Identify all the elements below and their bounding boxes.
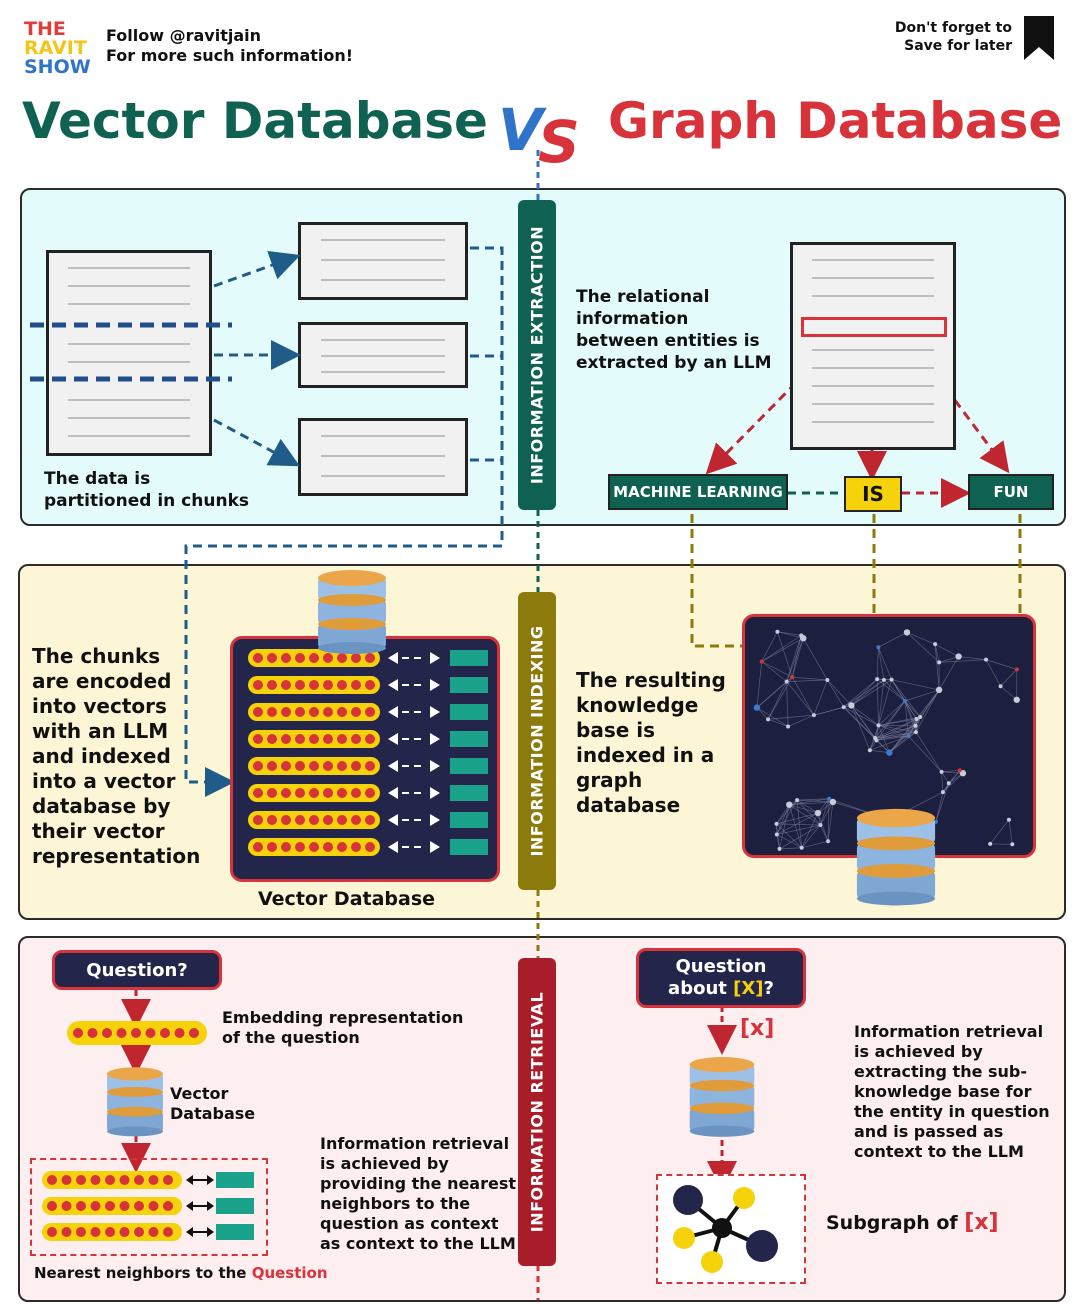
subgraph-caption: Subgraph of [x]	[826, 1210, 999, 1235]
knowledge-graph-network	[753, 629, 1020, 851]
entity-machine-learning: MACHINE LEARNING	[608, 474, 788, 510]
follow-text-1: Follow @ravitjain	[106, 26, 261, 45]
neighbor-row	[42, 1171, 254, 1189]
vector-row	[248, 784, 488, 802]
graph-question-line1: Question	[675, 956, 767, 977]
chunk-1	[298, 222, 468, 300]
entity-highlight	[801, 317, 947, 337]
vector-row	[248, 730, 488, 748]
nn-prefix: Nearest neighbors to the	[34, 1264, 252, 1282]
label-information-extraction: INFORMATION EXTRACTION	[518, 200, 556, 510]
graph-question-box: Question about [X]?	[636, 948, 806, 1008]
subgraph-icon	[673, 1185, 778, 1273]
graph-retrieval-caption: Information retrieval is achieved by ext…	[854, 1022, 1050, 1161]
source-document	[46, 250, 212, 456]
question-embedding	[67, 1021, 207, 1045]
encoding-caption: The chunks are encoded into vectors with…	[32, 644, 201, 868]
vector-row	[248, 703, 488, 721]
entity-fun: FUN	[968, 474, 1054, 510]
subgraph-x: [x]	[964, 1210, 999, 1235]
graph-question-line2: about [X]?	[668, 978, 774, 1000]
graph-retrieval-db-icon	[689, 1057, 755, 1137]
entity-is: IS	[844, 476, 902, 512]
follow-text-2: For more such information!	[106, 46, 354, 65]
subgraph-prefix: Subgraph of	[826, 1212, 965, 1234]
graph-database-icon	[856, 808, 936, 906]
brand-logo: THE RAVIT SHOW	[22, 18, 102, 80]
nearest-neighbors-box	[30, 1158, 268, 1256]
title-graph-database: Graph Database	[608, 92, 1063, 150]
vector-row	[248, 811, 488, 829]
chunk-3	[298, 418, 468, 496]
question-box: Question?	[52, 950, 222, 990]
database-icon	[318, 570, 386, 654]
vector-retrieval-caption: Information retrieval is achieved by pro…	[320, 1134, 517, 1253]
graph-question-x: [X]	[733, 978, 764, 999]
relational-caption: The relational information between entit…	[576, 287, 772, 373]
bookmark-icon[interactable]	[1022, 14, 1056, 62]
nearest-neighbors-caption: Nearest neighbors to the Question	[34, 1264, 328, 1282]
logo-line-2: RAVIT	[24, 37, 87, 59]
logo-line-1: THE	[24, 18, 66, 40]
nn-highlight: Question	[251, 1264, 328, 1282]
retrieval-vector-db-icon	[107, 1067, 163, 1137]
save-text-1: Don't forget to	[894, 20, 1012, 36]
vector-rows	[248, 649, 488, 856]
graph-question-mark: ?	[763, 978, 774, 999]
embedding-caption: Embedding representation of the question	[222, 1008, 464, 1047]
save-text-2: Save for later	[904, 38, 1012, 54]
graph-source-document	[790, 242, 956, 450]
x-tag: [x]	[740, 1016, 775, 1041]
vector-row	[248, 757, 488, 775]
neighbor-row	[42, 1223, 254, 1241]
nearest-neighbor-rows	[42, 1171, 254, 1241]
chunking-caption: The data is partitioned in chunks	[44, 469, 249, 511]
knowledge-graph-panel	[742, 614, 1036, 858]
vs-v: V	[498, 96, 543, 164]
vector-row	[248, 838, 488, 856]
vs-s: S	[538, 108, 580, 176]
retrieval-vector-db-caption: Vector Database	[170, 1084, 256, 1123]
title-vector-database: Vector Database	[22, 92, 488, 150]
graph-index-caption: The resulting knowledge base is indexed …	[576, 668, 726, 817]
graph-question-about: about	[668, 978, 734, 999]
vs-badge: V S	[496, 96, 596, 176]
logo-line-3: SHOW	[24, 56, 91, 78]
label-information-retrieval: INFORMATION RETRIEVAL	[518, 958, 556, 1266]
neighbor-row	[42, 1197, 254, 1215]
chunk-2	[298, 322, 468, 388]
vector-row	[248, 676, 488, 694]
vector-db-label: Vector Database	[258, 888, 436, 910]
label-information-indexing: INFORMATION INDEXING	[518, 592, 556, 890]
